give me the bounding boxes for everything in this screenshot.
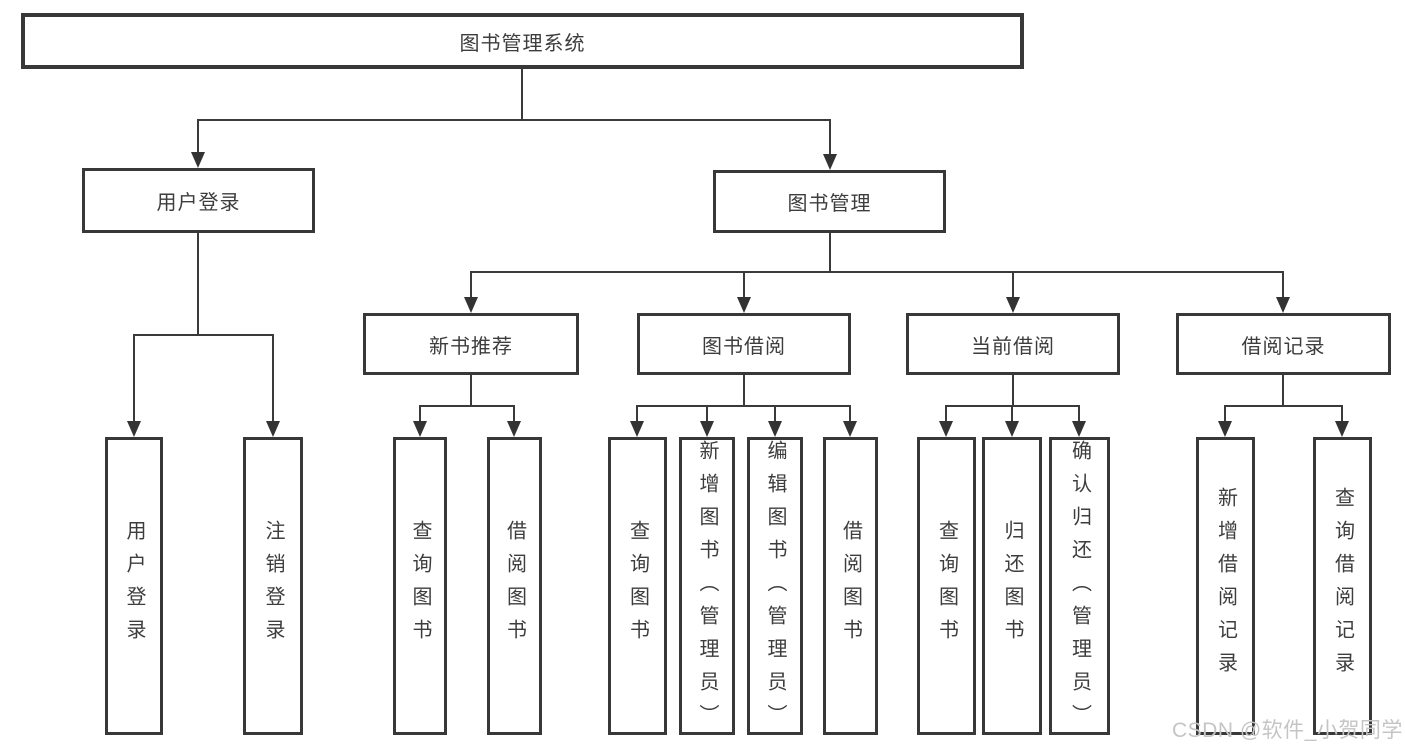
- leaf-query-borrow-record: 查询借阅记录: [1313, 437, 1372, 735]
- leaf-label: 查询图书: [935, 520, 958, 652]
- node-label: 借阅记录: [1241, 335, 1326, 358]
- leaf-borrow-books-recommend: 借阅图书: [487, 437, 542, 735]
- connector-hline: [470, 271, 1284, 273]
- leaf-return-book: 归还图书: [982, 437, 1042, 735]
- arrow-down-icon: [266, 421, 280, 437]
- connector-vline: [1224, 405, 1226, 423]
- connector-hline: [1224, 405, 1343, 407]
- connector-vline: [521, 69, 523, 119]
- connector-vline: [743, 375, 745, 405]
- connector-vline: [470, 271, 472, 299]
- arrow-down-icon: [1276, 297, 1290, 313]
- leaf-label: 借阅图书: [839, 520, 862, 652]
- connector-vline: [706, 405, 708, 423]
- connector-hline: [636, 405, 851, 407]
- arrow-down-icon: [1335, 421, 1349, 437]
- node-borrow-record: 借阅记录: [1176, 313, 1391, 375]
- connector-vline: [197, 233, 199, 334]
- node-book-borrow: 图书借阅: [637, 313, 851, 375]
- arrow-down-icon: [413, 421, 427, 437]
- node-label: 用户登录: [156, 192, 241, 214]
- arrow-down-icon: [823, 154, 837, 170]
- node-label: 图书管理: [787, 193, 872, 215]
- connector-vline: [470, 375, 472, 405]
- connector-vline: [1282, 375, 1284, 405]
- leaf-edit-book-admin: 编辑图书（管理员）: [747, 437, 803, 737]
- node-label: 新书推荐: [429, 335, 513, 358]
- connector-vline: [1011, 405, 1013, 423]
- connector-hline: [419, 405, 515, 407]
- connector-vline: [774, 405, 776, 423]
- connector-vline: [849, 405, 851, 423]
- leaf-label: 查询图书: [409, 520, 431, 652]
- connector-vline: [1341, 405, 1343, 423]
- leaf-label: 查询借阅记录: [1331, 487, 1354, 685]
- connector-vline: [1012, 271, 1014, 299]
- arrow-down-icon: [464, 297, 478, 313]
- leaf-user-login: 用户登录: [105, 437, 163, 735]
- node-new-book-recommend: 新书推荐: [363, 313, 579, 375]
- node-label: 图书管理系统: [459, 32, 586, 55]
- leaf-query-books-current: 查询图书: [917, 437, 976, 735]
- leaf-label: 归还图书: [1001, 520, 1023, 652]
- arrow-down-icon: [939, 421, 953, 437]
- arrow-down-icon: [768, 421, 782, 437]
- leaf-label: 借阅图书: [503, 520, 526, 652]
- arrow-down-icon: [1072, 421, 1086, 437]
- leaf-label: 查询图书: [626, 520, 649, 652]
- arrow-down-icon: [1005, 421, 1019, 437]
- arrow-down-icon: [1218, 421, 1232, 437]
- leaf-label: 编辑图书（管理员）: [764, 440, 786, 737]
- connector-vline: [829, 119, 831, 155]
- connector-vline: [636, 405, 638, 423]
- connector-vline: [945, 405, 947, 423]
- connector-vline: [419, 405, 421, 423]
- arrow-down-icon: [1006, 297, 1020, 313]
- leaf-query-books-recommend: 查询图书: [393, 437, 447, 735]
- leaf-add-borrow-record: 新增借阅记录: [1196, 437, 1255, 735]
- leaf-label: 新增图书（管理员）: [696, 440, 718, 737]
- connector-vline: [197, 119, 199, 153]
- arrow-down-icon: [127, 421, 141, 437]
- arrow-down-icon: [191, 152, 205, 168]
- csdn-watermark: CSDN @软件_小贺同学: [1172, 719, 1403, 742]
- node-label: 图书借阅: [702, 335, 786, 358]
- leaf-label: 注销登录: [262, 520, 284, 652]
- leaf-label: 新增借阅记录: [1214, 487, 1237, 685]
- node-book-management: 图书管理: [713, 170, 946, 233]
- connector-vline: [133, 334, 135, 422]
- leaf-label: 用户登录: [123, 520, 145, 652]
- leaf-add-book-admin: 新增图书（管理员）: [679, 437, 735, 737]
- node-current-borrow: 当前借阅: [906, 313, 1120, 375]
- connector-vline: [1078, 405, 1080, 423]
- connector-vline: [272, 334, 274, 422]
- connector-vline: [513, 405, 515, 423]
- leaf-label: 确认归还（管理员）: [1068, 440, 1091, 737]
- connector-vline: [1282, 271, 1284, 299]
- arrow-down-icon: [843, 421, 857, 437]
- leaf-query-books-borrow: 查询图书: [608, 437, 667, 735]
- leaf-logout: 注销登录: [243, 437, 303, 735]
- node-user-login: 用户登录: [82, 168, 315, 233]
- leaf-confirm-return-admin: 确认归还（管理员）: [1049, 437, 1110, 737]
- arrow-down-icon: [700, 421, 714, 437]
- connector-hline: [133, 334, 274, 336]
- connector-vline: [743, 271, 745, 299]
- connector-hline: [197, 119, 831, 121]
- node-label: 当前借阅: [971, 335, 1055, 358]
- connector-vline: [1012, 375, 1014, 405]
- arrow-down-icon: [737, 297, 751, 313]
- arrow-down-icon: [507, 421, 521, 437]
- leaf-borrow-books: 借阅图书: [823, 437, 878, 735]
- connector-vline: [829, 233, 831, 271]
- node-library-management-system: 图书管理系统: [21, 13, 1024, 69]
- arrow-down-icon: [630, 421, 644, 437]
